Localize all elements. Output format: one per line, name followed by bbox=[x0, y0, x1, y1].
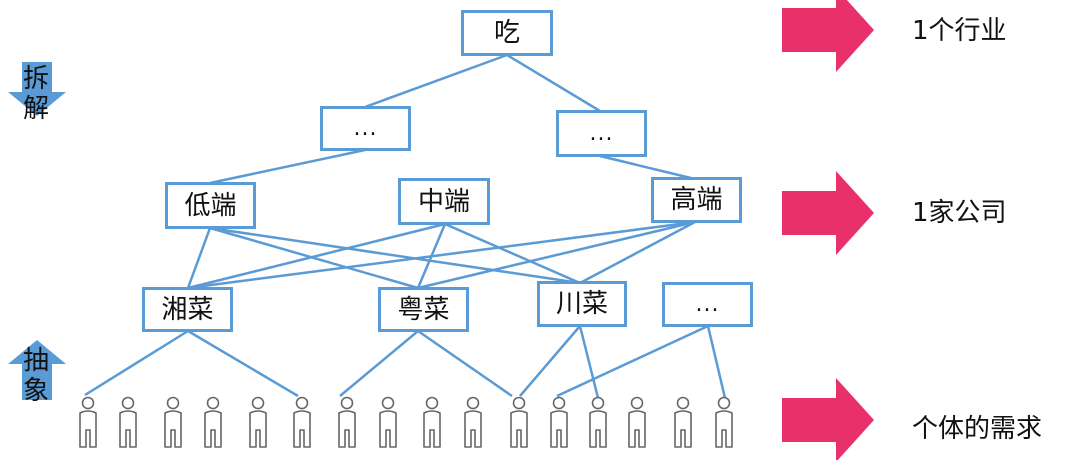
node-level2-left: ... bbox=[320, 106, 411, 151]
up-arrow-icon bbox=[8, 340, 66, 400]
abstract-arrow: 抽 象 bbox=[8, 340, 66, 408]
person-icon bbox=[119, 396, 137, 448]
person-icon bbox=[715, 396, 733, 448]
right-arrow-icon bbox=[782, 378, 874, 460]
person-icon bbox=[628, 396, 646, 448]
decompose-char-2: 解 bbox=[22, 94, 49, 124]
node-root: 吃 bbox=[461, 10, 553, 56]
label-company: 1家公司 bbox=[912, 198, 1007, 228]
abstract-char-2: 象 bbox=[22, 376, 49, 406]
person-icon bbox=[510, 396, 528, 448]
person-icon bbox=[379, 396, 397, 448]
person-icon bbox=[464, 396, 482, 448]
person-icon bbox=[79, 396, 97, 448]
person-icon bbox=[164, 396, 182, 448]
people-row bbox=[79, 396, 733, 448]
label-industry: 1个行业 bbox=[912, 16, 1007, 46]
node-level2-right: ... bbox=[556, 110, 647, 157]
person-icon bbox=[423, 396, 441, 448]
right-arrow-icon bbox=[782, 0, 874, 72]
person-icon bbox=[204, 396, 222, 448]
right-arrow-icon bbox=[782, 171, 874, 255]
node-tier-low: 低端 bbox=[165, 182, 256, 229]
abstract-char-1: 抽 bbox=[22, 346, 49, 376]
person-icon bbox=[674, 396, 692, 448]
person-icon bbox=[589, 396, 607, 448]
down-arrow-icon bbox=[8, 62, 66, 116]
person-icon bbox=[338, 396, 356, 448]
node-cuisine-more: ... bbox=[662, 282, 753, 327]
node-cuisine-xiang: 湘菜 bbox=[142, 287, 233, 332]
person-icon bbox=[249, 396, 267, 448]
label-individual-needs: 个体的需求 bbox=[912, 414, 1043, 444]
node-cuisine-chuan: 川菜 bbox=[537, 281, 627, 327]
node-cuisine-yue: 粤菜 bbox=[378, 287, 469, 332]
person-icon bbox=[293, 396, 311, 448]
decompose-arrow: 拆 解 bbox=[8, 62, 66, 130]
node-tier-mid: 中端 bbox=[398, 178, 490, 225]
node-tier-high: 高端 bbox=[651, 177, 742, 223]
decompose-char-1: 拆 bbox=[22, 64, 49, 94]
person-icon bbox=[550, 396, 568, 448]
